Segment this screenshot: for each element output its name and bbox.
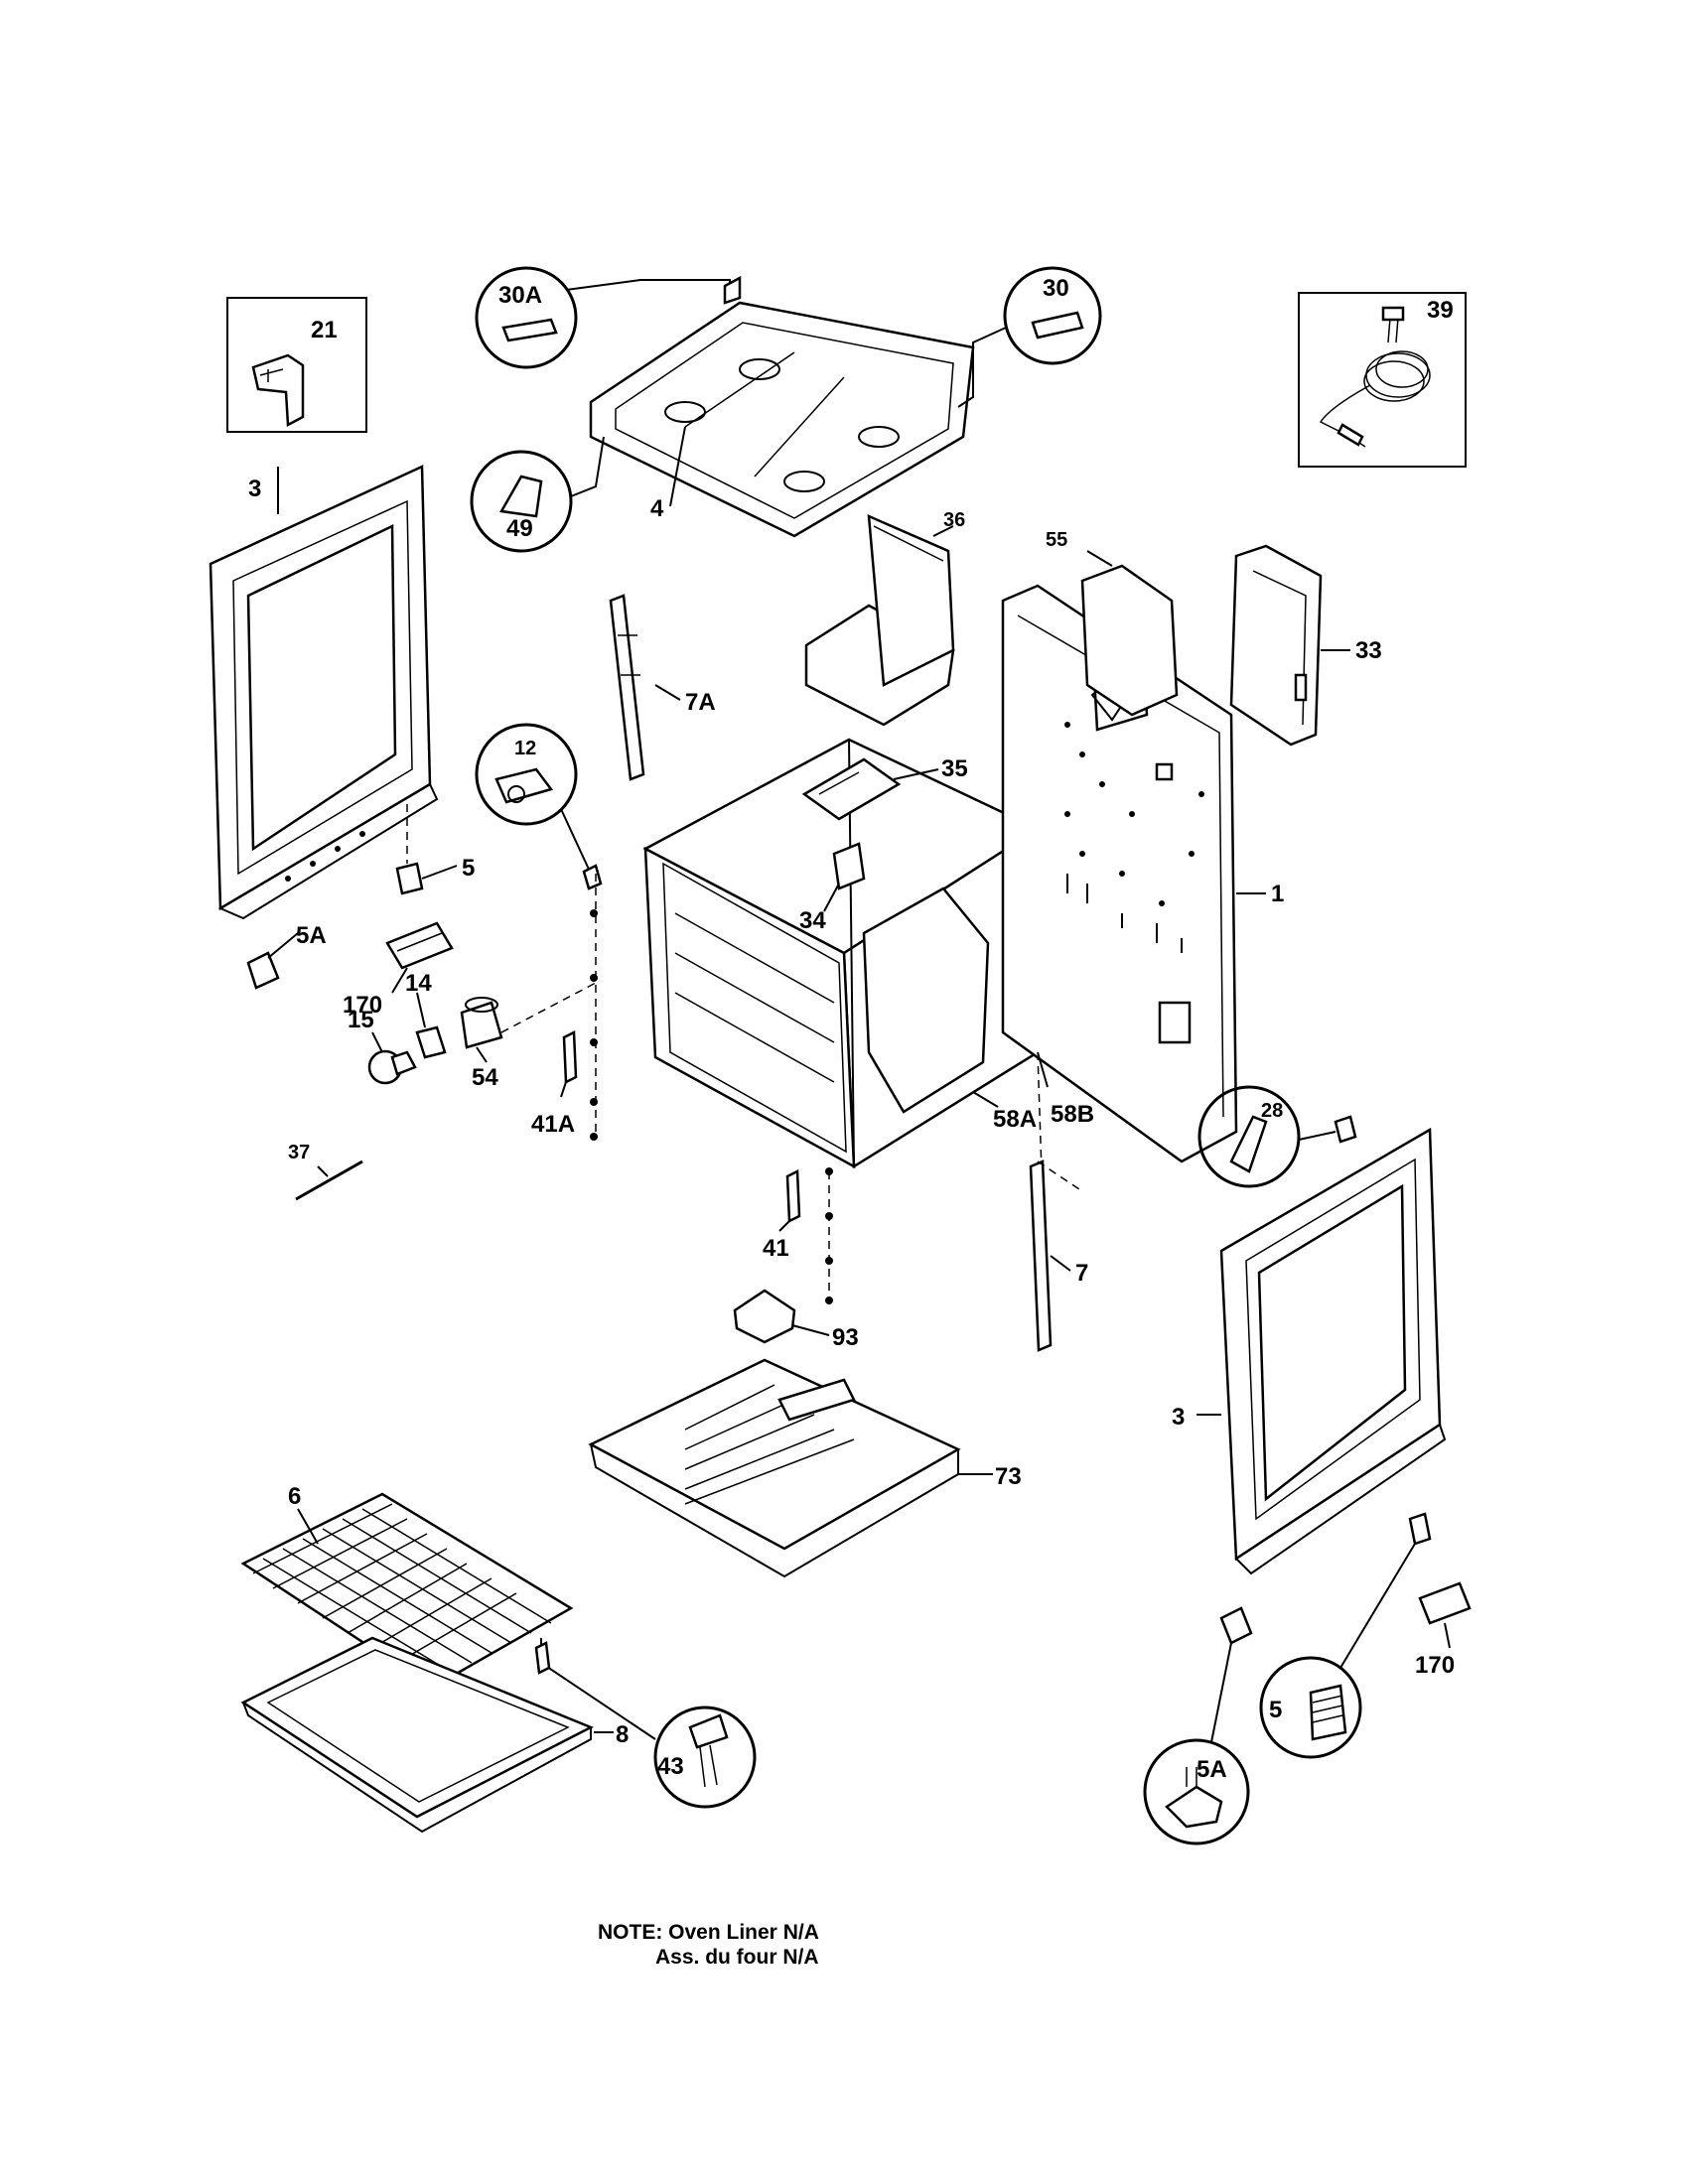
label-170-right: 170: [1415, 1652, 1455, 1679]
label-5-left: 5: [462, 855, 475, 882]
part-36-duct: 36: [804, 509, 965, 727]
part-170-bracket-left: 170: [343, 921, 454, 1019]
part-33: 33: [1229, 544, 1382, 747]
label-6: 6: [288, 1483, 301, 1510]
label-12: 12: [514, 738, 536, 759]
label-39: 39: [1427, 297, 1454, 324]
part-8-broiler-pan: 8: [240, 1636, 629, 1834]
part-7A-trim: 7A: [609, 594, 716, 781]
part-5A-leveler-left: 5A: [246, 922, 327, 990]
label-30A: 30A: [498, 282, 542, 309]
label-28: 28: [1261, 1100, 1283, 1122]
label-93: 93: [832, 1324, 859, 1351]
part-35: 35: [801, 755, 968, 821]
callout-12: 12: [475, 723, 603, 890]
part-39-box: 39: [1298, 292, 1467, 468]
label-21: 21: [311, 317, 338, 343]
note-line-1: NOTE: Oven Liner N/A: [598, 1921, 819, 1944]
part-5A-leveler-right: [1219, 1606, 1253, 1645]
label-33: 33: [1355, 637, 1382, 664]
label-5A-left: 5A: [296, 922, 327, 949]
label-58A: 58A: [993, 1106, 1037, 1133]
label-170-left: 170: [343, 992, 382, 1019]
part-41A: 41A: [531, 1030, 598, 1141]
callout-5A-right: 5A: [1143, 1642, 1250, 1845]
part-41: 41: [763, 1169, 801, 1262]
label-35: 35: [941, 755, 968, 782]
label-30: 30: [1043, 275, 1069, 302]
label-37: 37: [288, 1142, 310, 1163]
part-3-left-side-panel: 3: [209, 465, 439, 920]
callout-43: 43: [534, 1638, 757, 1809]
label-41: 41: [763, 1235, 789, 1262]
part-55: 55: [1046, 529, 1179, 717]
note-line-2: Ass. du four N/A: [655, 1946, 819, 1969]
label-5-right: 5: [1269, 1697, 1282, 1723]
label-36: 36: [943, 509, 965, 531]
label-7: 7: [1075, 1260, 1088, 1287]
label-1: 1: [1271, 881, 1284, 907]
label-49: 49: [506, 515, 533, 542]
label-54: 54: [472, 1064, 498, 1091]
part-58-insulation: 58A 58B: [972, 1051, 1094, 1133]
part-3-right-side-panel: 3: [1172, 1127, 1447, 1575]
part-5-screw-left: 5: [395, 855, 475, 895]
part-170-bracket-right: 170: [1415, 1581, 1472, 1679]
oven-light-parts: 15 14 54: [348, 970, 597, 1091]
part-7-trim: 7: [1029, 1160, 1088, 1352]
part-73-bottom-panel: 73: [588, 1358, 1022, 1578]
callout-30: 30: [957, 266, 1102, 408]
part-37: 37: [288, 1142, 363, 1201]
part-21-box: 21: [226, 297, 367, 433]
part-5-screw-right: [1408, 1512, 1432, 1546]
part-93: 93: [733, 1289, 859, 1351]
label-34: 34: [799, 907, 826, 934]
label-3-right: 3: [1172, 1404, 1185, 1431]
label-5A-right: 5A: [1196, 1756, 1227, 1783]
label-3-left: 3: [248, 476, 261, 502]
label-58B: 58B: [1051, 1101, 1094, 1128]
callout-28: 28: [1197, 1085, 1357, 1188]
label-7A: 7A: [685, 689, 716, 716]
part-34: 34: [799, 842, 866, 934]
callout-49: 49: [470, 436, 605, 553]
callout-30A: 30A: [475, 266, 742, 369]
label-41A: 41A: [531, 1111, 575, 1138]
callout-5-right: 5: [1259, 1543, 1416, 1759]
label-14: 14: [405, 970, 432, 997]
oven-body: [590, 738, 1044, 1304]
label-43: 43: [657, 1753, 684, 1780]
label-15: 15: [348, 1007, 374, 1033]
label-73: 73: [995, 1463, 1022, 1490]
label-8: 8: [616, 1721, 629, 1748]
label-4: 4: [650, 495, 664, 522]
label-55: 55: [1046, 529, 1067, 551]
part-4-cooktop: 4: [589, 301, 975, 538]
